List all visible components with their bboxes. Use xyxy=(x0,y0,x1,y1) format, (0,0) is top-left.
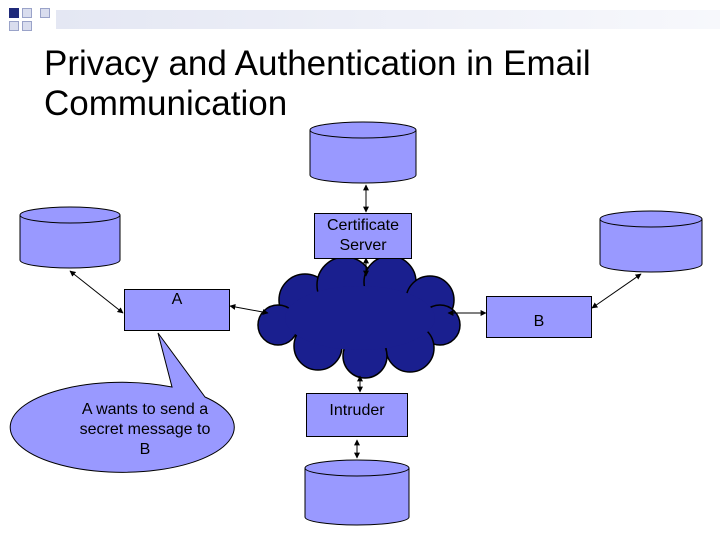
database-cylinder-right xyxy=(599,210,703,273)
slide-title: Privacy and Authentication in Email Comm… xyxy=(44,44,704,124)
callout-text-line-3: B xyxy=(139,441,151,458)
speech-callout xyxy=(9,332,235,473)
node-b-label: B xyxy=(533,313,545,330)
certificate-server-label-line-2: Server xyxy=(339,237,387,254)
network-cloud xyxy=(257,255,461,379)
connector-a-to-cloud xyxy=(229,304,269,315)
connector-left-db-to-a xyxy=(69,270,124,314)
node-a-box: A xyxy=(124,289,230,331)
intruder-box: Intruder xyxy=(306,393,408,437)
slide-title-line-1: Privacy and Authentication in Email xyxy=(44,44,591,83)
database-cylinder-bottom xyxy=(304,459,410,526)
slide-title-line-2: Communication xyxy=(44,84,288,123)
callout-text-line-1: A wants to send a xyxy=(81,401,209,418)
corner-square-light xyxy=(40,8,50,18)
certificate-server-box: Certificate Server xyxy=(314,213,412,259)
corner-square-light xyxy=(22,8,32,18)
database-cylinder-top xyxy=(309,121,417,184)
connector-right-db-to-b xyxy=(591,273,642,309)
intruder-label: Intruder xyxy=(329,402,385,419)
node-b-box: B xyxy=(486,296,592,338)
callout-text-line-2: secret message to xyxy=(79,421,211,438)
database-cylinder-left xyxy=(19,206,121,269)
certificate-server-label-line-1: Certificate xyxy=(326,217,400,234)
corner-square-dark xyxy=(9,8,19,18)
corner-square-light xyxy=(9,21,19,31)
callout-text: A wants to send a secret message to B xyxy=(40,400,250,470)
title-bar xyxy=(56,10,720,29)
node-a-label: A xyxy=(171,291,183,308)
corner-square-light xyxy=(22,21,32,31)
